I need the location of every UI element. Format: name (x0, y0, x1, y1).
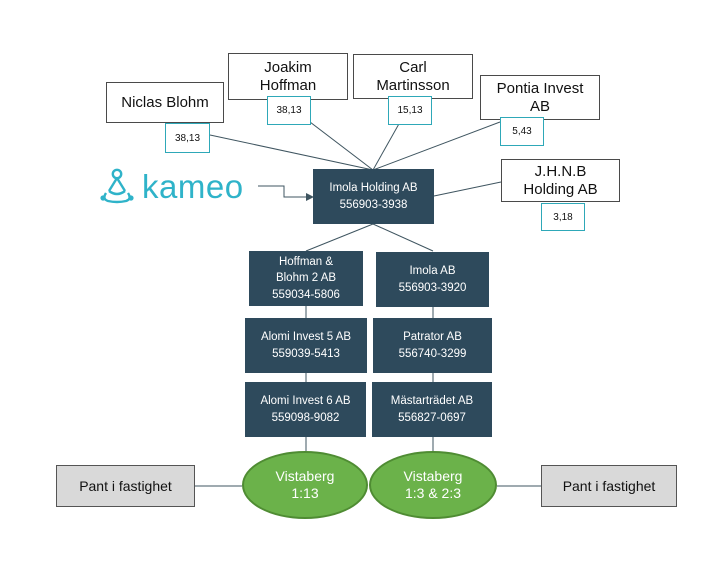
kameo-knot-icon (100, 168, 134, 204)
owner-name-line-2: Hoffman (259, 76, 317, 94)
share-niclas-blohm: 38,13 (165, 123, 210, 153)
owner-name: Niclas Blohm (121, 93, 209, 111)
share-value: 38,13 (174, 132, 201, 144)
connector-jhnb (433, 181, 502, 197)
owner-name-line-2: AB (529, 97, 550, 115)
company-mastartradet: Mästarträdet AB 556827-0697 (372, 382, 492, 437)
share-value: 38,13 (276, 105, 302, 116)
kameo-logo-text: kameo (142, 167, 244, 205)
share-pontia-invest: 5,43 (500, 117, 544, 146)
company-name: Alomi Invest 6 AB (260, 395, 351, 408)
company-name: Mästarträdet AB (390, 395, 474, 408)
kameo-arrow (258, 185, 314, 201)
share-value: 15,13 (397, 105, 423, 116)
owner-name-line-2: Holding AB (523, 180, 598, 198)
property-vistaberg-1-3-2-3: Vistaberg 1:3 & 2:3 (369, 451, 497, 519)
owner-pontia-invest: Pontia Invest AB (480, 75, 600, 120)
owner-name-line-1: Carl (399, 59, 427, 77)
company-name: Imola Holding AB (329, 182, 418, 195)
company-org-number: 556903-3920 (398, 281, 467, 294)
connector-holding-left (305, 223, 374, 252)
property-designation: 1:3 & 2:3 (404, 485, 462, 501)
owner-name-line-2: Martinsson (376, 76, 450, 94)
company-org-number: 556827-0697 (398, 411, 466, 424)
pledge-label: Pant i fastighet (79, 478, 172, 494)
share-carl-martinsson: 15,13 (388, 96, 432, 125)
pledge-left: Pant i fastighet (56, 465, 195, 507)
company-name: Alomi Invest 5 AB (260, 331, 352, 344)
pledge-right: Pant i fastighet (541, 465, 677, 507)
owner-name-line-1: Pontia Invest (496, 80, 584, 98)
owner-joakim-hoffman: Joakim Hoffman (228, 53, 348, 100)
company-alomi-invest-5: Alomi Invest 5 AB 559039-5413 (245, 318, 367, 373)
owner-jhnb-holding: J.H.N.B Holding AB (501, 159, 620, 202)
company-org-number: 556740-3299 (398, 347, 467, 360)
share-value: 3,18 (553, 211, 573, 223)
company-name: Imola AB (409, 265, 456, 278)
connector-martinsson (372, 121, 401, 171)
property-vistaberg-1-13: Vistaberg 1:13 (242, 451, 368, 519)
company-org-number: 556903-3938 (339, 198, 408, 211)
holding-company: Imola Holding AB 556903-3938 (313, 169, 434, 224)
owner-name-line-1: J.H.N.B (534, 163, 587, 181)
connector-hoffman (309, 121, 374, 171)
pledge-label: Pant i fastighet (562, 478, 656, 494)
connector-blohm (209, 134, 374, 171)
company-alomi-invest-6: Alomi Invest 6 AB 559098-9082 (245, 382, 366, 437)
owner-name-line-1: Joakim (264, 59, 312, 77)
company-imola: Imola AB 556903-3920 (376, 252, 489, 307)
kameo-logo: kameo (98, 166, 258, 206)
company-hoffman-blohm-2: Hoffman & Blohm 2 AB 559034-5806 (249, 251, 363, 306)
connector-holding-right (372, 223, 434, 252)
owner-niclas-blohm: Niclas Blohm (106, 82, 224, 123)
company-name-line-1: Hoffman & (278, 256, 334, 269)
share-joakim-hoffman: 38,13 (267, 96, 311, 125)
property-designation: 1:13 (291, 485, 319, 501)
share-value: 5,43 (512, 126, 532, 137)
company-name: Patrator AB (403, 331, 462, 344)
property-name: Vistaberg (275, 468, 335, 485)
company-patrator: Patrator AB 556740-3299 (373, 318, 492, 373)
owner-carl-martinsson: Carl Martinsson (353, 54, 473, 99)
property-name: Vistaberg (403, 468, 463, 485)
company-name-line-2: Blohm 2 AB (275, 272, 337, 285)
company-org-number: 559034-5806 (272, 288, 340, 301)
connector-pontia (372, 121, 501, 171)
share-jhnb-holding: 3,18 (541, 203, 585, 231)
company-org-number: 559039-5413 (272, 347, 340, 360)
company-org-number: 559098-9082 (271, 411, 340, 424)
